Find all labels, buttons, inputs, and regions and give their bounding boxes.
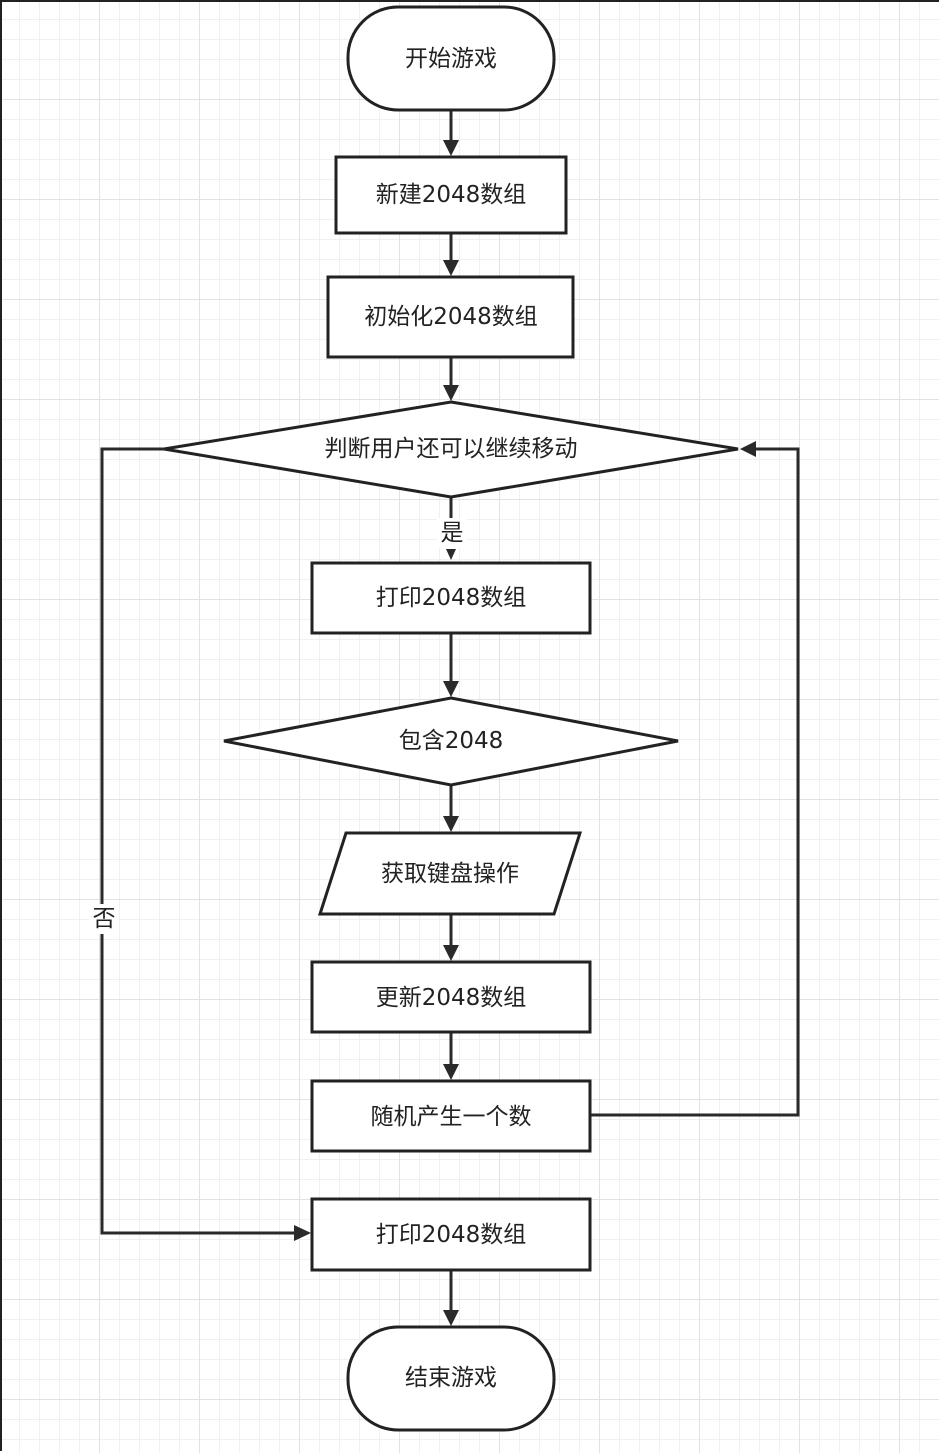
arrowhead [443, 945, 459, 961]
can-move-decision-shape [163, 400, 739, 499]
end-terminator-shape [346, 1325, 556, 1432]
edge-decision-no-to-final-print [100, 447, 296, 1235]
node-can-move: 判断用户还可以继续移动 [163, 400, 739, 499]
arrowhead [740, 441, 756, 457]
node-random-number: 随机产生一个数 [310, 1079, 592, 1153]
edges [100, 110, 800, 1326]
print-array-process-shape [310, 561, 592, 635]
random-number-label: 随机产生一个数 [371, 1104, 532, 1130]
arrowhead [443, 1310, 459, 1326]
start-terminator-shape [346, 5, 556, 112]
edge-random-loop-back [590, 447, 800, 1117]
arrowhead [443, 681, 459, 697]
node-get-key: 获取键盘操作 [317, 831, 583, 916]
arrowhead [443, 140, 459, 156]
node-print-array-final: 打印2048数组 [310, 1197, 592, 1272]
no-label-bg [89, 904, 119, 934]
print-array-final-process-shape [310, 1197, 592, 1272]
contains-2048-label: 包含2048 [399, 728, 504, 754]
start-label: 开始游戏 [405, 46, 497, 72]
arrowhead [443, 385, 459, 401]
edge-labels: 是 否 [89, 518, 467, 934]
end-label: 结束游戏 [405, 1365, 497, 1391]
random-number-process-shape [310, 1079, 592, 1153]
get-key-input-shape [317, 831, 583, 916]
init-array-process-shape [326, 275, 575, 359]
get-key-label: 获取键盘操作 [381, 861, 519, 887]
node-create-array: 新建2048数组 [334, 155, 568, 235]
node-print-array: 打印2048数组 [310, 561, 592, 635]
create-array-label: 新建2048数组 [376, 182, 527, 208]
yes-label: 是 [441, 520, 464, 546]
arrowhead [294, 1225, 311, 1241]
init-array-label: 初始化2048数组 [364, 304, 538, 330]
arrowhead [443, 1064, 459, 1080]
update-array-label: 更新2048数组 [376, 985, 527, 1011]
print-array-label: 打印2048数组 [376, 585, 527, 611]
contains-2048-decision-shape [223, 696, 679, 787]
node-end: 结束游戏 [346, 1325, 556, 1432]
node-update-array: 更新2048数组 [310, 960, 592, 1034]
update-array-process-shape [310, 960, 592, 1034]
can-move-label: 判断用户还可以继续移动 [325, 436, 578, 462]
arrowhead [446, 549, 456, 560]
node-start: 开始游戏 [346, 5, 556, 112]
node-init-array: 初始化2048数组 [326, 275, 575, 359]
print-array-final-label: 打印2048数组 [376, 1222, 527, 1248]
node-contains-2048: 包含2048 [223, 696, 679, 787]
arrowhead [443, 260, 459, 276]
yes-label-bg [437, 518, 467, 548]
no-label: 否 [93, 906, 116, 932]
arrowhead [443, 816, 459, 832]
create-array-process-shape [334, 155, 568, 235]
